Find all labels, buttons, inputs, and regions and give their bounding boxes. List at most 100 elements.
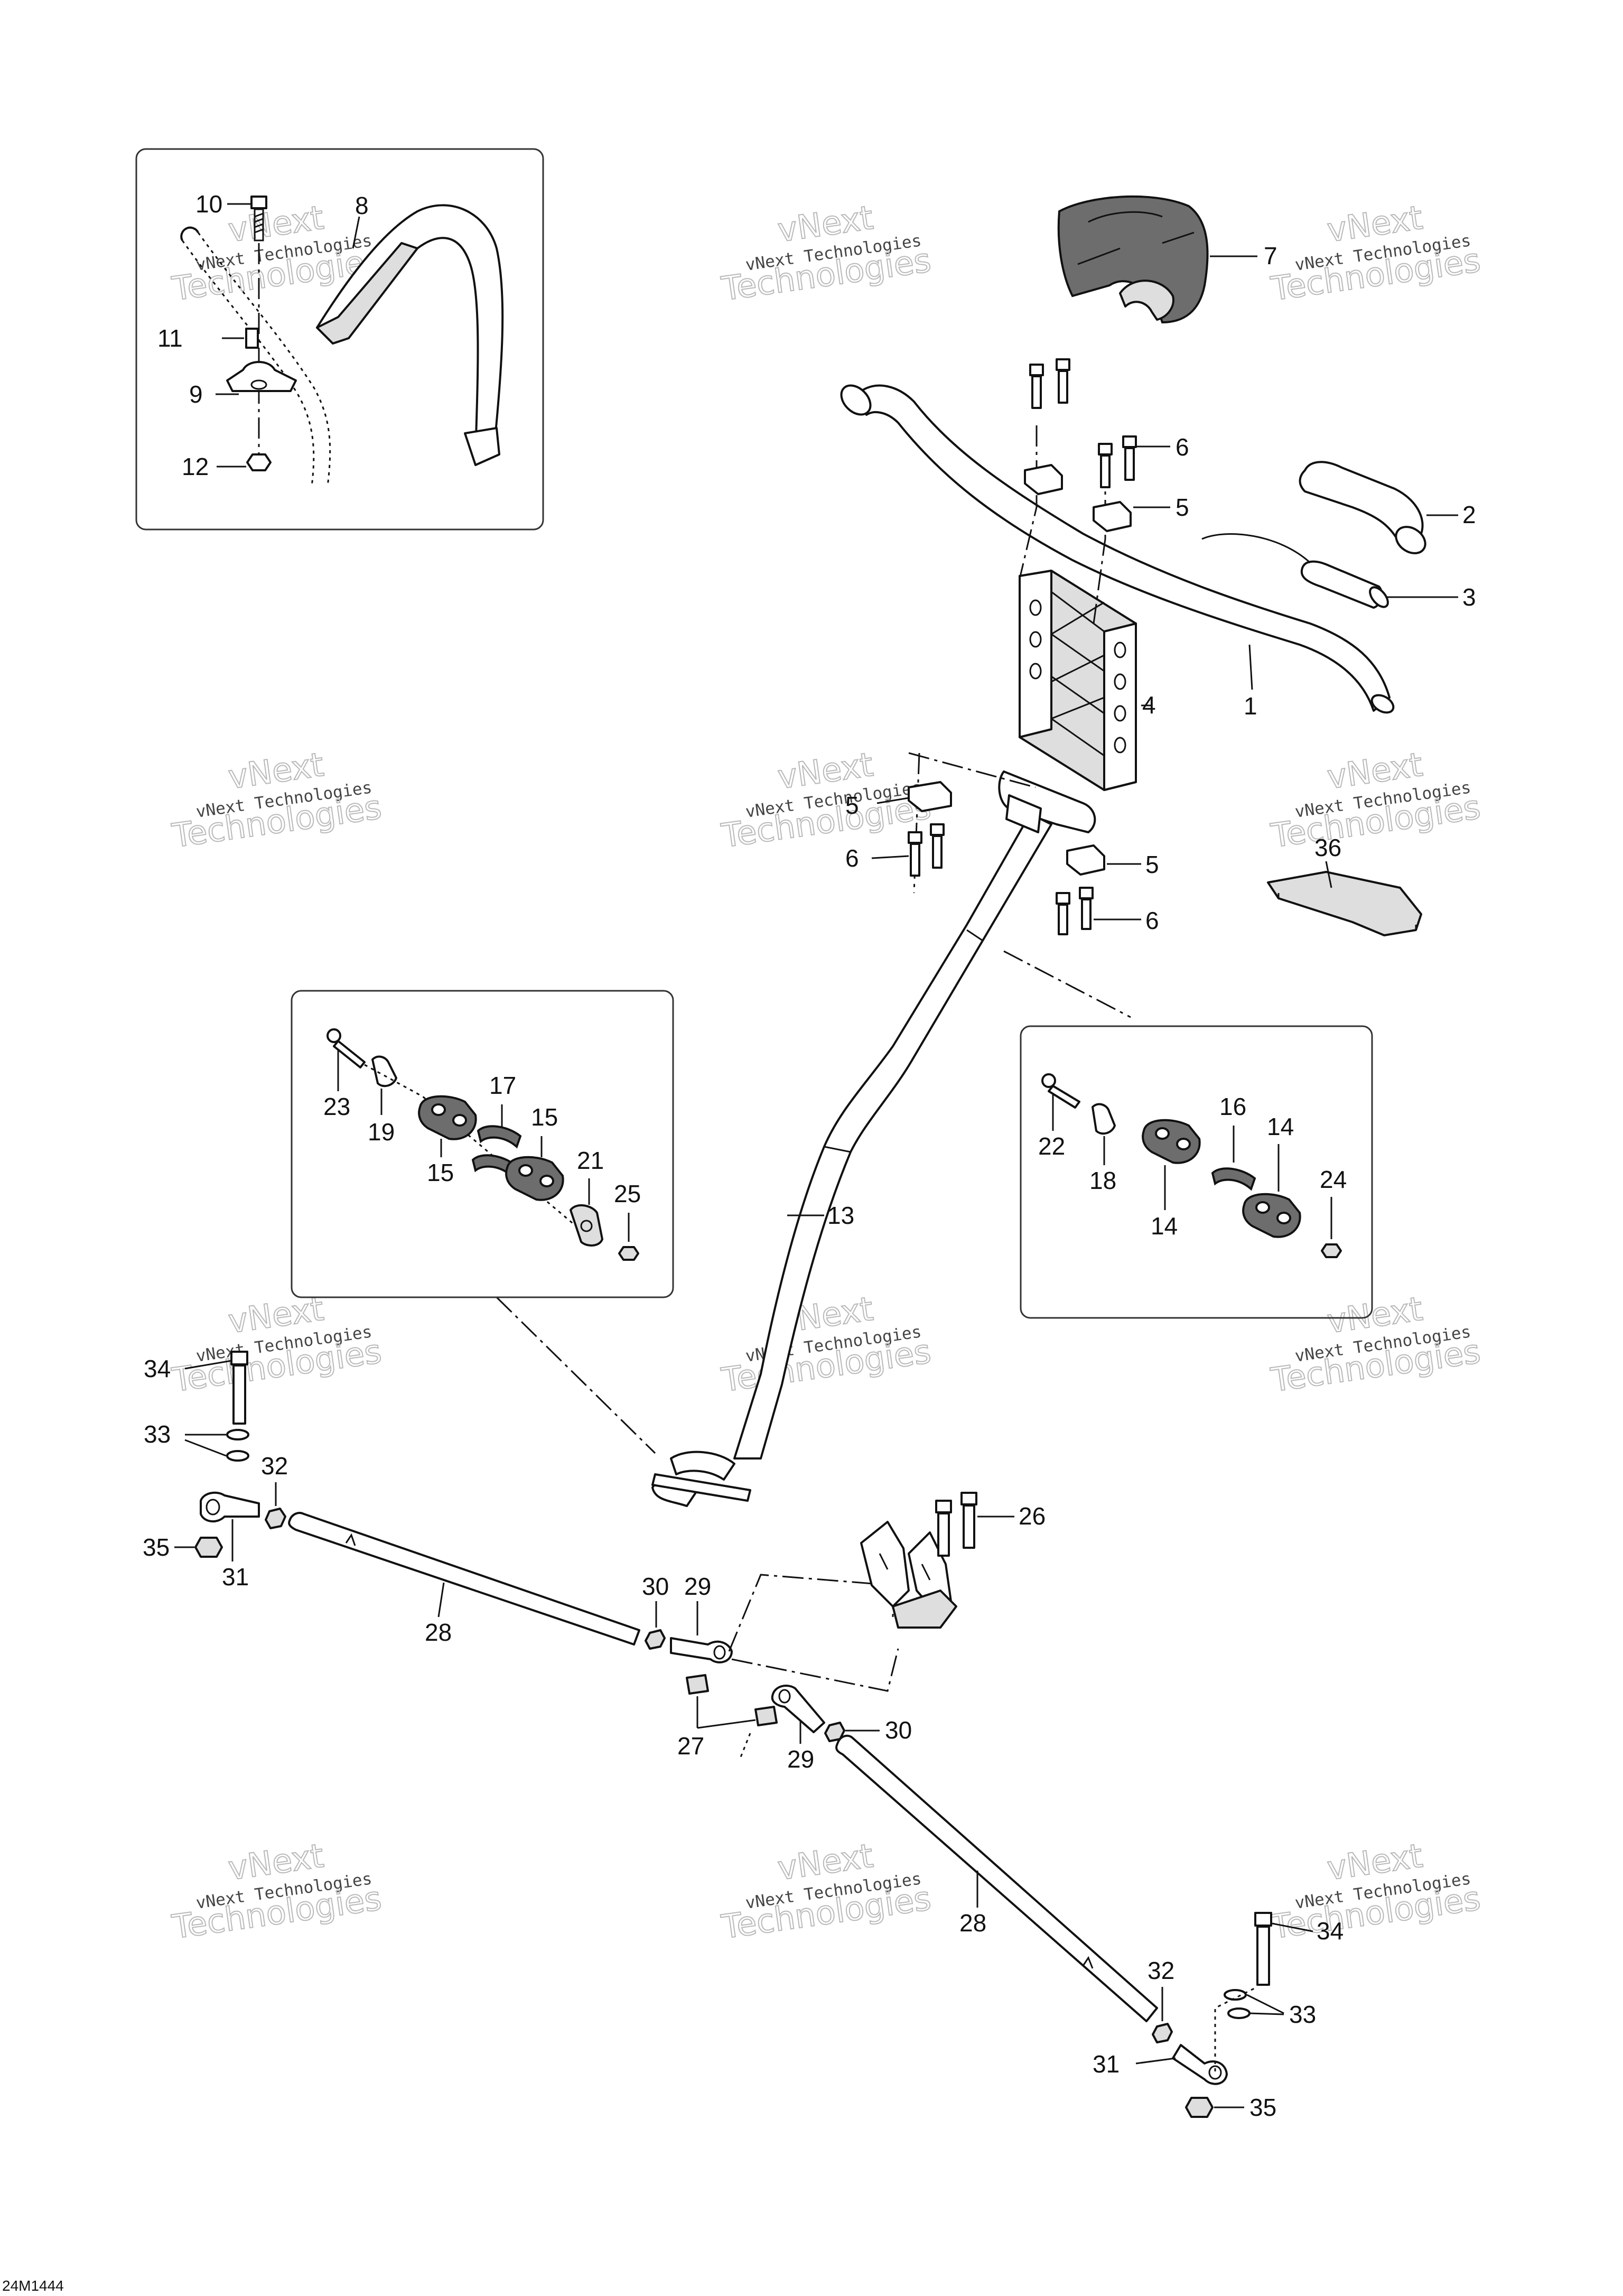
detail-box-column-clamp-right: 22 18 14 16 14 24: [1020, 1025, 1373, 1319]
callout-28: 28: [959, 1909, 986, 1937]
spacer-part-27: [754, 1706, 778, 1726]
callout-13: 13: [827, 1202, 854, 1229]
watermarks: vNext vNext Technologies Technologies vN…: [169, 198, 1484, 1947]
handlebar-end: [840, 384, 872, 416]
upper-clamp-part-5: [1024, 464, 1063, 495]
column-bend: [824, 929, 983, 1153]
watermark: vNext vNext Technologies Technologies: [719, 1836, 934, 1947]
callout-35: 35: [1249, 2094, 1276, 2121]
callout-4: 4: [1142, 691, 1156, 719]
plate-edge: [1277, 893, 1417, 930]
column-tube-top: [998, 770, 1096, 833]
nut-part-35: [1185, 2097, 1214, 2118]
lower-clamp-part-5: [908, 781, 952, 812]
callout-6: 6: [1145, 907, 1159, 934]
callout-6: 6: [1176, 433, 1189, 461]
rod-end-part-31: [200, 1491, 260, 1522]
nut-part-35: [194, 1537, 223, 1558]
bolt-head: [250, 196, 267, 209]
callout-15: 15: [531, 1103, 558, 1131]
heater-wire: [1201, 533, 1311, 564]
watermark: vNext vNext Technologies Technologies: [169, 745, 385, 856]
detail-box-frame: [291, 990, 674, 1298]
plate-part-36: [1267, 871, 1422, 936]
callout-14: 14: [1151, 1212, 1178, 1240]
clamp-half-part-15: [418, 1095, 477, 1140]
upper-clamp-part-5: [1093, 501, 1132, 532]
watermark: vNext vNext Technologies Technologies: [1268, 745, 1484, 856]
bolt-part-22: [1048, 1085, 1080, 1109]
clamp-half-part-14: [1142, 1119, 1201, 1164]
callout-27: 27: [677, 1732, 704, 1760]
rod-mark: [1082, 1956, 1094, 1969]
clamp-half-part-14: [1242, 1193, 1301, 1238]
detail-link-line: [1003, 950, 1131, 1018]
jam-nut-part-30: [645, 1629, 666, 1650]
watermark: vNext vNext Technologies Technologies: [1268, 1836, 1484, 1947]
callout-26: 26: [1019, 1502, 1046, 1530]
column-bottom-flange: [670, 1451, 735, 1481]
detail-link-line: [496, 1296, 656, 1454]
riser-truss: [1051, 591, 1105, 757]
clamp-part-9: [226, 361, 297, 392]
detail-box-column-clamp-left: 23 19 15 17 15 21 25: [291, 990, 674, 1298]
callout-15: 15: [427, 1159, 454, 1186]
riser-face: [1019, 570, 1052, 738]
callout-24: 24: [1320, 1166, 1347, 1193]
guard-pad: [316, 242, 418, 345]
callout-29: 29: [684, 1573, 711, 1600]
nut-part-25: [618, 1246, 639, 1261]
spacer-part-11: [245, 328, 259, 349]
callout-11: 11: [157, 324, 183, 352]
callout-9: 9: [189, 380, 203, 408]
bolt-part-23: [333, 1040, 366, 1068]
callout-22: 22: [1038, 1132, 1065, 1160]
assembly-line: [1093, 465, 1106, 624]
callout-34: 34: [1317, 1917, 1344, 1945]
callout-23: 23: [323, 1093, 350, 1120]
jam-nut-part-32: [1152, 2023, 1173, 2043]
rod-end-part-31: [1172, 2044, 1228, 2085]
callout-1: 1: [1244, 692, 1257, 720]
handlebar-end: [1370, 694, 1395, 714]
callout-16: 16: [1219, 1093, 1246, 1120]
insert-part-17: [477, 1125, 522, 1149]
grip-end: [1369, 586, 1389, 608]
diagram-code: 24M1444: [2, 2278, 64, 2294]
callout-7: 7: [1264, 242, 1277, 269]
callout-5: 5: [1145, 851, 1159, 878]
rod-end-part-29: [771, 1685, 825, 1733]
spacer-part-18: [1092, 1103, 1116, 1135]
watermark: vNext vNext Technologies Technologies: [169, 1836, 385, 1947]
tie-rod-part-28: [288, 1512, 640, 1646]
tie-rod-left: 34 33 31 35 32 28 30 29: [143, 1351, 899, 1760]
callout-25: 25: [614, 1180, 641, 1207]
callout-2: 2: [1462, 501, 1476, 528]
column-clamp-block: [1005, 794, 1042, 833]
assembly-line: [364, 1064, 576, 1227]
nut-part-12: [246, 453, 272, 471]
rod-mark: [345, 1533, 356, 1546]
callout-6: 6: [845, 844, 859, 872]
callout-19: 19: [368, 1118, 395, 1146]
callout-33: 33: [1289, 2001, 1316, 2028]
callout-32: 32: [1148, 1957, 1174, 1984]
callout-17: 17: [489, 1072, 516, 1099]
spacer-part-19: [371, 1055, 397, 1087]
grip-end: [1395, 526, 1426, 554]
callout-34: 34: [144, 1355, 171, 1382]
handlebar-ghost: [197, 232, 331, 487]
assembly-line: [728, 1574, 894, 1652]
pad-opening: [1119, 280, 1174, 321]
callout-5: 5: [1176, 494, 1189, 521]
callout-14: 14: [1267, 1113, 1294, 1140]
callout-35: 35: [143, 1533, 170, 1561]
assembly-line: [739, 1733, 751, 1760]
callout-32: 32: [261, 1452, 288, 1480]
detail-box-frame: [135, 148, 544, 531]
handlebar-assembly: 7 1 2 3 4: [840, 195, 1476, 936]
riser-holes: [1029, 599, 1126, 754]
bolt-part-10: [254, 208, 264, 241]
callout-31: 31: [1093, 2050, 1120, 2078]
